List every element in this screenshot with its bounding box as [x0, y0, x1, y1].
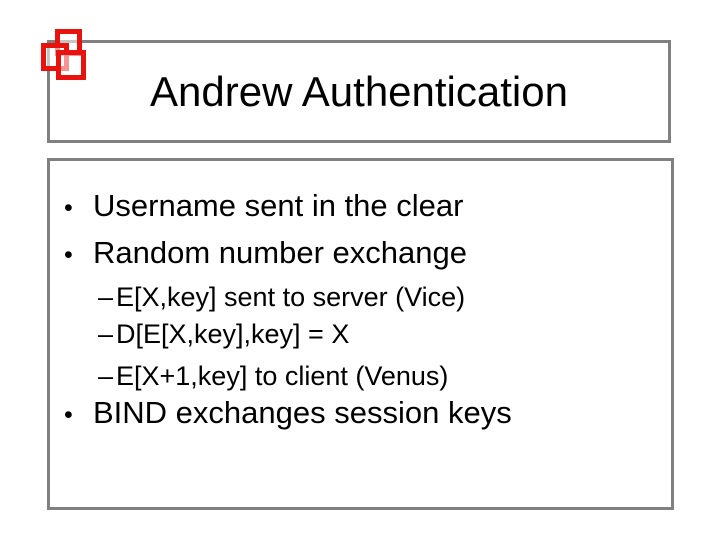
sub-bullet-text: D[E[X,key],key] = X: [116, 319, 350, 349]
bullet-marker: •: [64, 241, 73, 269]
bullet-text: Username sent in the clear: [93, 188, 464, 223]
bullet-text: Random number exchange: [93, 235, 467, 270]
bullet-text: BIND exchanges session keys: [93, 395, 512, 430]
dash-marker: –: [98, 361, 114, 391]
slide-title: Andrew Authentication: [150, 67, 568, 115]
bullet-marker: •: [64, 401, 73, 429]
title-box: Andrew Authentication: [47, 40, 671, 143]
bullet-item-3: • BIND exchanges session keys: [64, 397, 512, 431]
sub-bullet-text: E[X,key] sent to server (Vice): [116, 282, 466, 312]
bullet-item-1: • Username sent in the clear: [64, 190, 463, 224]
sub-bullet-item-2: – D[E[X,key],key] = X: [98, 321, 349, 348]
bullet-item-2: • Random number exchange: [64, 237, 467, 271]
sub-bullet-item-1: – E[X,key] sent to server (Vice): [98, 284, 465, 311]
content-box: • Username sent in the clear • Random nu…: [47, 158, 674, 510]
dash-marker: –: [98, 319, 114, 349]
sub-bullet-item-3: – E[X+1,key] to client (Venus): [98, 363, 448, 390]
bullet-marker: •: [64, 194, 73, 222]
sub-bullet-text: E[X+1,key] to client (Venus): [116, 361, 449, 391]
dash-marker: –: [98, 282, 114, 312]
